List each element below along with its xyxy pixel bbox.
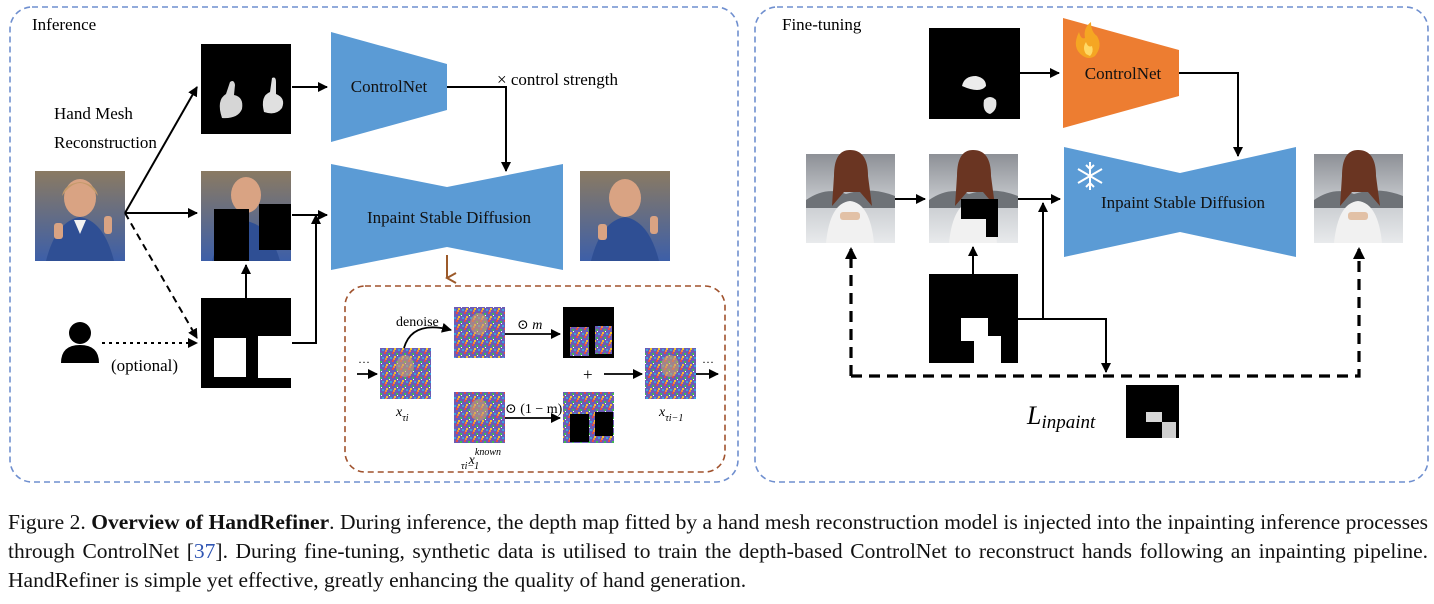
synthetic-input-image [806,150,895,243]
loss-label: Linpaint [1026,401,1096,433]
plus-sign: + [583,365,593,384]
synthetic-masked-image [929,150,1018,243]
depth-map-image [201,44,291,134]
fire-icon [1075,22,1100,58]
inference-panel-border [9,6,739,483]
caption-title: Overview of HandRefiner [91,510,330,534]
known-image [454,392,505,443]
masked-face-image [201,171,291,261]
denoised-image [454,307,505,358]
inference-arrows [102,82,511,348]
denoise-label: denoise [396,315,439,330]
figure-diagram: Inference Hand Mesh Reconstruction (opti… [9,6,1429,483]
user-icon [61,322,99,363]
x-tau-i-label: xτi [395,405,409,424]
finetuning-arrows [895,68,1243,373]
caption-figure-label: Figure 2. [8,510,86,534]
hand-mesh-label-line2: Reconstruction [54,133,157,152]
x-tau-i-prev-label: xτi−1 [658,405,683,424]
finetuning-panel-border [754,6,1429,483]
odot-one-minus-m-label: ⊙ (1 − m) [505,402,563,417]
masked-denoised-image [563,307,614,358]
control-strength-label: × control strength [497,70,619,89]
inpaint-sd-label-inference: Inpaint Stable Diffusion [367,208,531,227]
ellipsis-right: ··· [702,355,714,369]
finetune-mask-image [929,274,1018,363]
inpaint-sd-block-finetuning [1064,147,1296,257]
noisy-image-xtau [380,348,431,399]
detail-arrows [357,322,719,423]
input-face-image [35,171,125,261]
inpaint-sd-label-finetuning: Inpaint Stable Diffusion [1101,193,1265,212]
figure-caption: Figure 2. Overview of HandRefiner. Durin… [8,508,1428,595]
synthetic-output-image [1314,150,1403,243]
odot-m-label: ⊙ m [517,318,542,333]
caption-text-b: ]. During fine-tuning, synthetic data is… [8,539,1428,592]
loss-crop-image [1126,385,1179,438]
snowflake-icon [1077,162,1103,190]
controlnet-block-inference [331,32,447,142]
loss-dashed-arrows [845,247,1365,378]
controlnet-label-inference: ControlNet [351,77,428,96]
optional-label: (optional) [111,356,178,375]
caption-text-a: . During inference, the depth map fitted… [8,510,1428,563]
finetuning-panel-title: Fine-tuning [782,15,862,34]
inference-panel-title: Inference [32,15,96,34]
noisy-image-xtau-prev [645,348,696,399]
mask-image [201,298,291,388]
inpaint-sd-block-inference [331,164,563,270]
output-face-image [580,171,670,261]
controlnet-label-finetuning: ControlNet [1085,64,1162,83]
ellipsis-left: ··· [358,355,370,369]
caption-citation-link[interactable]: 37 [193,539,216,563]
denoise-detail-box [344,285,726,473]
finetune-depth-map-image [929,28,1020,119]
hand-mesh-label-line1: Hand Mesh [54,104,133,123]
known-masked-image [563,392,614,443]
